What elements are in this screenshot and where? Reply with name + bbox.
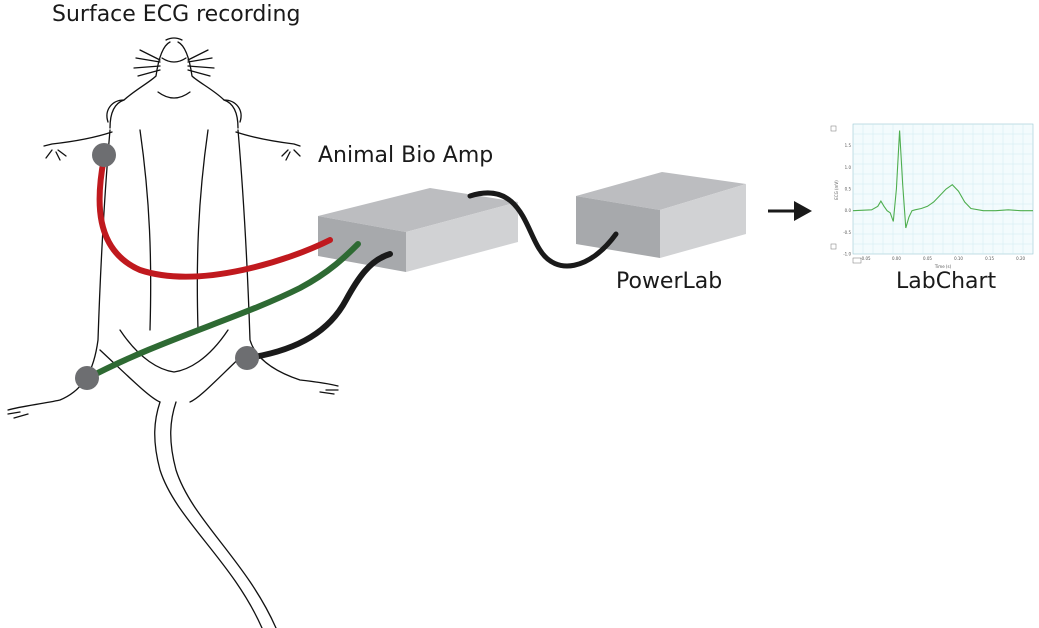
chart-y-tick-label: 1.5 [845, 143, 852, 148]
chart-x-ticks: -0.05 0.00 0.05 0.10 0.15 0.20 [860, 256, 1025, 261]
chart-x-tick-label: 0.15 [985, 256, 994, 261]
labchart-chart: 1.5 1.0 0.5 0.0 -0.5 -1.0 -0.05 0.00 0.05 0.10 0.… [830, 123, 1034, 269]
labchart-label: LabChart [896, 269, 997, 294]
green-lead-wire [85, 241, 361, 381]
powerlab-front [576, 196, 660, 258]
electrode-dot-icon [92, 143, 116, 167]
black-lead-wire [245, 251, 393, 361]
chart-y-tick-label: -0.5 [843, 230, 851, 235]
ecg-trace-line [852, 130, 1033, 229]
chart-x-tick-label: 0.05 [923, 256, 932, 261]
chart-grid [853, 124, 1033, 254]
powerlab-box [576, 172, 746, 258]
chart-y-tick-label: 0.5 [845, 187, 852, 192]
powerlab-top [576, 172, 746, 210]
chart-y-label: ECG (mV) [834, 180, 839, 200]
chart-y-ticks: 1.5 1.0 0.5 0.0 -0.5 -1.0 [843, 143, 851, 256]
chart-x-tick-label: 0.10 [954, 256, 963, 261]
bio-amp-top [318, 188, 518, 232]
connection-cable [467, 190, 619, 269]
bio-amp-box [318, 188, 518, 272]
bio-amp-side [406, 202, 518, 272]
chart-x-tick-label: -0.05 [860, 256, 871, 261]
bio-amp-label: Animal Bio Amp [318, 143, 494, 168]
chart-y-tick-label: -1.0 [843, 252, 851, 257]
powerlab-label: PowerLab [616, 269, 723, 294]
electrode-dot-icon [235, 346, 259, 370]
right-arrow-icon [768, 201, 812, 221]
diagram-title: Surface ECG recording [52, 2, 301, 27]
chart-y-tick-label: 0.0 [845, 208, 852, 213]
electrode-dot-icon [75, 366, 99, 390]
red-lead-wire [96, 155, 333, 280]
chart-x-tick-label: 0.00 [892, 256, 901, 261]
chart-control-icon [852, 257, 862, 264]
chart-x-label: Time (s) [934, 264, 952, 269]
chart-control-icon [830, 243, 837, 250]
chart-x-tick-label: 0.20 [1016, 256, 1025, 261]
chart-y-tick-label: 1.0 [845, 165, 852, 170]
mouse-outline-icon [7, 37, 339, 628]
powerlab-side [660, 184, 746, 258]
chart-control-icon [830, 125, 837, 132]
